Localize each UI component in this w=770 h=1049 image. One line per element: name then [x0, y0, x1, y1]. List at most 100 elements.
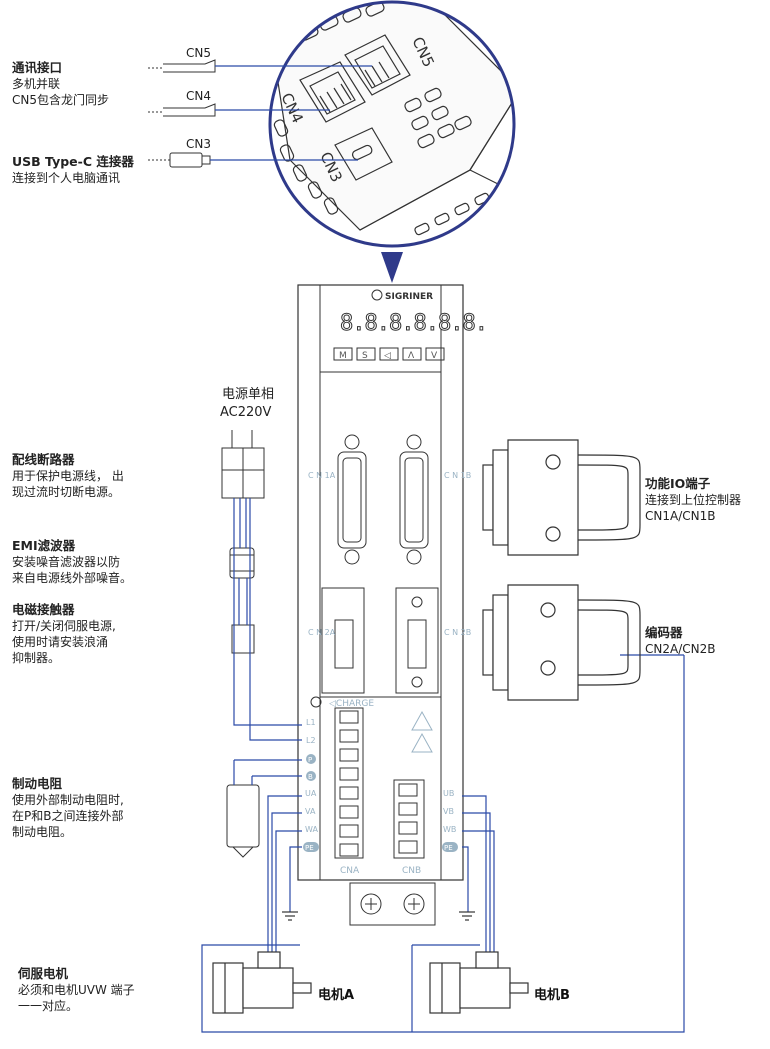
term-l1: L1	[306, 718, 316, 727]
key-up: Λ	[408, 351, 415, 361]
term-wa: WA	[305, 825, 318, 834]
label-brake-line1: 使用外部制动电阻时,	[12, 793, 124, 807]
label-comm: 通讯接口 多机并联 CN5包含龙门同步	[12, 60, 109, 108]
brake-resistor	[226, 784, 260, 858]
left-terminal-labels: L1 L2 P B UA VA WA PE	[303, 718, 319, 852]
cna-label: CNA	[340, 866, 360, 876]
vent-fins	[273, 3, 385, 215]
comm-leaders	[210, 65, 372, 161]
charge-indicator: ◁CHARGE	[329, 699, 374, 709]
label-contactor-line2: 使用时请安装浪涌	[12, 635, 109, 649]
servo-motor-a	[212, 951, 312, 1014]
label-contactor-line1: 打开/关闭伺服电源,	[12, 619, 116, 633]
port-label-cn2a: C N 2A	[308, 628, 336, 637]
port-label-cn1b: C N 1B	[444, 471, 471, 480]
label-brake-line2: 在P和B之间连接外部	[12, 809, 124, 823]
key-m: M	[339, 351, 347, 361]
term-ub: UB	[443, 789, 454, 798]
key-s: S	[362, 351, 368, 361]
term-pe-a: PE	[305, 844, 314, 852]
label-breaker: 配线断路器 用于保护电源线， 出 现过流时切断电源。	[12, 452, 124, 500]
power-caption-line1: 电源单相	[222, 387, 275, 402]
label-motor-title: 伺服电机	[18, 966, 69, 981]
brand-logo: SIGRINER	[385, 292, 433, 302]
term-vb: VB	[443, 807, 454, 816]
cn1a-connector	[337, 434, 367, 565]
motor-a-label: 电机A	[318, 988, 355, 1003]
label-encoder: 编码器 CN2A/CN2B	[645, 625, 715, 657]
label-emi: EMI滤波器 安装噪音滤波器以防 来自电源线外部噪音。	[12, 538, 132, 586]
label-breaker-title: 配线断路器	[12, 452, 75, 467]
cnb-label: CNB	[402, 866, 421, 876]
label-brake-line3: 制动电阻。	[12, 825, 73, 839]
key-down: V	[431, 351, 438, 361]
servo-drive: SIGRINER 8.8.8.8.8.8. M S ◁ Λ V	[297, 284, 488, 926]
term-p: P	[308, 756, 312, 764]
label-io-line1: 连接到上位控制器	[645, 493, 742, 507]
label-encoder-line1: CN2A/CN2B	[645, 642, 716, 656]
label-emi-line2: 来自电源线外部噪音。	[12, 571, 133, 585]
key-left: ◁	[384, 351, 391, 361]
term-ua: UA	[305, 789, 317, 798]
tag-cn3: CN3	[186, 137, 211, 151]
ground-symbols	[282, 911, 475, 921]
label-comm-line2: CN5包含龙门同步	[12, 93, 109, 107]
label-emi-title: EMI滤波器	[12, 538, 76, 553]
label-contactor-line3: 抑制器。	[12, 651, 61, 665]
servo-motor-b	[429, 951, 529, 1014]
label-usb-title: USB Type-C 连接器	[12, 154, 134, 169]
zoom-pointer	[381, 252, 403, 283]
power-chain	[221, 430, 265, 858]
label-contactor: 电磁接触器 打开/关闭伺服电源, 使用时请安装浪涌 抑制器。	[12, 602, 116, 666]
cn3-port	[334, 127, 393, 181]
term-b: B	[308, 773, 313, 781]
motor-b-label: 电机B	[534, 988, 570, 1003]
cn4-port	[299, 61, 366, 123]
label-motor: 伺服电机 必须和电机UVW 端子 一一对应。	[18, 966, 135, 1014]
term-va: VA	[305, 807, 316, 816]
label-breaker-line1: 用于保护电源线， 出	[12, 469, 124, 483]
label-comm-title: 通讯接口	[12, 60, 63, 75]
term-l2: L2	[306, 736, 316, 745]
tag-cn5: CN5	[186, 46, 211, 60]
cn2b-connector	[395, 587, 439, 694]
wiring	[201, 498, 685, 1033]
label-brake-title: 制动电阻	[12, 776, 63, 791]
button-array	[404, 87, 472, 149]
cna-terminal-block	[334, 707, 364, 859]
ground-screws	[349, 882, 436, 926]
label-emi-line1: 安装噪音滤波器以防	[12, 555, 121, 569]
label-motor-line2: 一一对应。	[18, 999, 79, 1013]
cnb-terminal-block	[393, 779, 425, 859]
zoom-circle-border	[268, 0, 516, 248]
label-breaker-line2: 现过流时切断电源。	[12, 485, 121, 499]
label-io: 功能IO端子 连接到上位控制器 CN1A/CN1B	[645, 476, 741, 524]
keypad: M S ◁ Λ V	[333, 347, 445, 361]
term-wb: WB	[443, 825, 456, 834]
label-motor-line1: 必须和电机UVW 端子	[18, 983, 135, 997]
io-connector-hood	[482, 439, 641, 556]
cn2a-connector	[321, 587, 365, 694]
port-label-cn1a: C N 1A	[308, 471, 336, 480]
label-usb-line1: 连接到个人电脑通讯	[12, 171, 121, 185]
label-contactor-title: 电磁接触器	[12, 602, 75, 617]
cn1b-connector	[399, 434, 429, 565]
label-comm-line1: 多机并联	[12, 77, 61, 91]
tag-cn4: CN4	[186, 89, 211, 103]
encoder-connector-hood	[482, 584, 641, 701]
label-brake: 制动电阻 使用外部制动电阻时, 在P和B之间连接外部 制动电阻。	[12, 776, 124, 840]
term-pe-b: PE	[444, 844, 453, 852]
magnetic-contactor	[231, 624, 255, 654]
label-io-line2: CN1A/CN1B	[645, 509, 716, 523]
zoom-detail: CN5 CN4 CN3	[268, 0, 516, 283]
label-usb: USB Type-C 连接器 连接到个人电脑通讯	[12, 154, 134, 186]
power-caption-line2: AC220V	[220, 405, 272, 420]
led-display: 8.8.8.8.8.8.	[340, 311, 487, 336]
port-label-cn2b: C N 2B	[444, 628, 471, 637]
cn5-port	[344, 34, 411, 96]
right-terminal-labels: UB VB WB PE	[442, 789, 458, 852]
label-io-title: 功能IO端子	[645, 476, 711, 491]
circuit-breaker	[221, 430, 265, 499]
label-encoder-title: 编码器	[645, 625, 683, 640]
